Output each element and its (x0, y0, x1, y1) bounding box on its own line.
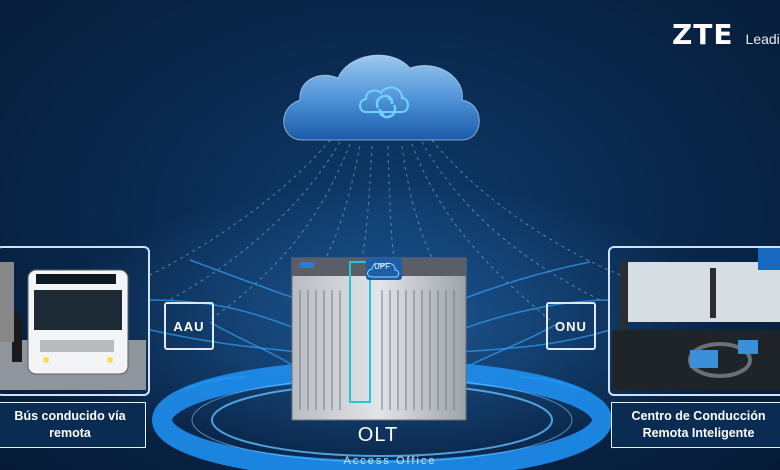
aau-node: AAU (164, 302, 214, 350)
simulator-caption-line1: Centro de Conducción (631, 409, 766, 423)
bus-caption-line2: remota (49, 426, 91, 440)
simulator-caption-line2: Remota Inteligente (642, 426, 755, 440)
olt-label: OLT (357, 424, 399, 446)
simulator-caption: Centro de Conducción Remota Inteligente (611, 402, 780, 448)
logo-brand: ZTE (672, 18, 734, 51)
access-office-label: Access Office (343, 455, 437, 467)
bus-caption: Bús conducido vía remota (0, 402, 146, 448)
aau-label: AAU (173, 318, 205, 334)
bus-caption-line1: Bús conducido vía (14, 409, 126, 423)
onu-node: ONU (546, 302, 596, 350)
olt-chassis (291, 257, 467, 421)
upf-label: UPF (374, 262, 390, 271)
bus-panel (0, 246, 150, 396)
bus-image (0, 262, 146, 390)
simulator-panel (608, 246, 780, 396)
network-links (149, 259, 611, 371)
cloud-sync-icon (359, 86, 409, 119)
zte-logo: ZTE Leading (672, 18, 780, 51)
logo-tagline: Leading (745, 31, 780, 47)
onu-label: ONU (555, 318, 587, 334)
simulator-image (612, 248, 780, 390)
